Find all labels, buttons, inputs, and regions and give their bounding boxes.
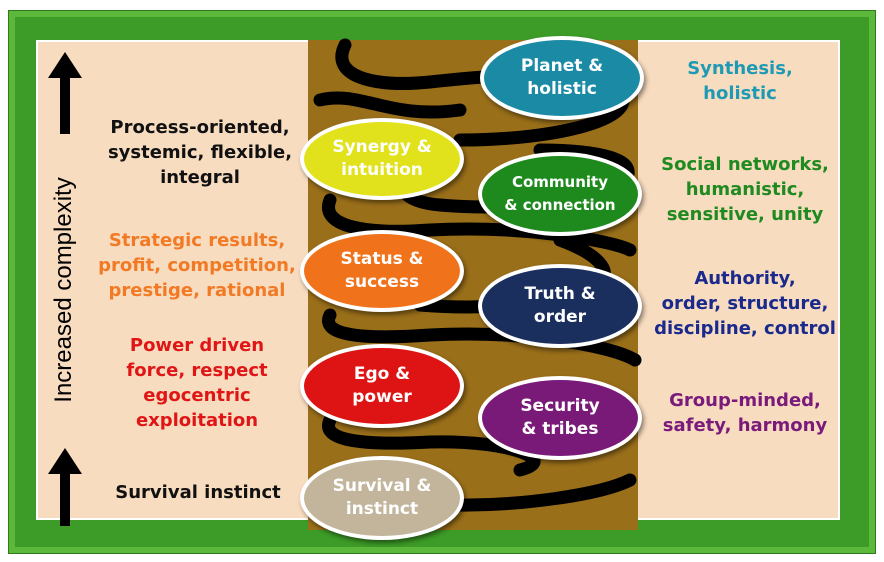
oval-label: Community & connection bbox=[504, 173, 616, 214]
text-line: egocentric bbox=[143, 385, 251, 406]
text-line: Synthesis, bbox=[687, 58, 793, 79]
process-oriented-text: Process-oriented, systemic, flexible, in… bbox=[100, 115, 300, 190]
text-line: exploitation bbox=[135, 410, 259, 431]
truth-order-oval: Truth & order bbox=[478, 264, 642, 348]
text-line: order, structure, bbox=[661, 293, 829, 314]
strategic-results-text: Strategic results, profit, competition, … bbox=[92, 228, 302, 303]
text-line: systemic, flexible, bbox=[107, 142, 293, 163]
oval-label: Ego & power bbox=[352, 364, 412, 407]
text-line: discipline, control bbox=[654, 318, 836, 339]
synthesis-text: Synthesis, holistic bbox=[650, 56, 830, 106]
oval-label: Truth & order bbox=[524, 284, 596, 327]
status-success-oval: Status & success bbox=[300, 230, 464, 312]
up-arrow-icon bbox=[48, 52, 82, 134]
oval-label: Security & tribes bbox=[520, 396, 600, 439]
power-driven-text: Power driven force, respect egocentric e… bbox=[92, 333, 302, 433]
text-line: Strategic results, bbox=[108, 230, 286, 251]
text-line: Power driven bbox=[129, 335, 265, 356]
oval-label: Planet & holistic bbox=[520, 56, 604, 99]
text-line: safety, harmony bbox=[662, 415, 828, 436]
text-line: sensitive, unity bbox=[666, 204, 824, 225]
text-line: Process-oriented, bbox=[110, 117, 290, 138]
community-connection-oval: Community & connection bbox=[478, 152, 642, 236]
text-line: humanistic, bbox=[685, 179, 805, 200]
text-line: profit, competition, bbox=[98, 255, 296, 276]
text-line: Survival instinct bbox=[115, 482, 281, 503]
text-line: holistic bbox=[703, 83, 777, 104]
survival-instinct-oval: Survival & instinct bbox=[300, 456, 464, 540]
synergy-intuition-oval: Synergy & intuition bbox=[300, 118, 464, 200]
ego-power-oval: Ego & power bbox=[300, 344, 464, 428]
text-line: Social networks, bbox=[661, 154, 829, 175]
social-networks-text: Social networks, humanistic, sensitive, … bbox=[650, 152, 840, 227]
planet-holistic-oval: Planet & holistic bbox=[480, 36, 644, 120]
security-tribes-oval: Security & tribes bbox=[478, 376, 642, 460]
survival-instinct-text: Survival instinct bbox=[98, 480, 298, 505]
text-line: integral bbox=[160, 167, 240, 188]
oval-label: Survival & instinct bbox=[332, 476, 432, 519]
text-line: Authority, bbox=[694, 268, 796, 289]
group-minded-text: Group-minded, safety, harmony bbox=[650, 388, 840, 438]
up-arrow-icon bbox=[48, 448, 82, 526]
oval-label: Synergy & intuition bbox=[332, 137, 432, 180]
text-line: prestige, rational bbox=[108, 280, 286, 301]
authority-text: Authority, order, structure, discipline,… bbox=[650, 266, 840, 341]
oval-label: Status & success bbox=[340, 249, 424, 292]
text-line: force, respect bbox=[126, 360, 268, 381]
axis-label: Increased complexity bbox=[50, 177, 77, 403]
text-line: Group-minded, bbox=[669, 390, 821, 411]
